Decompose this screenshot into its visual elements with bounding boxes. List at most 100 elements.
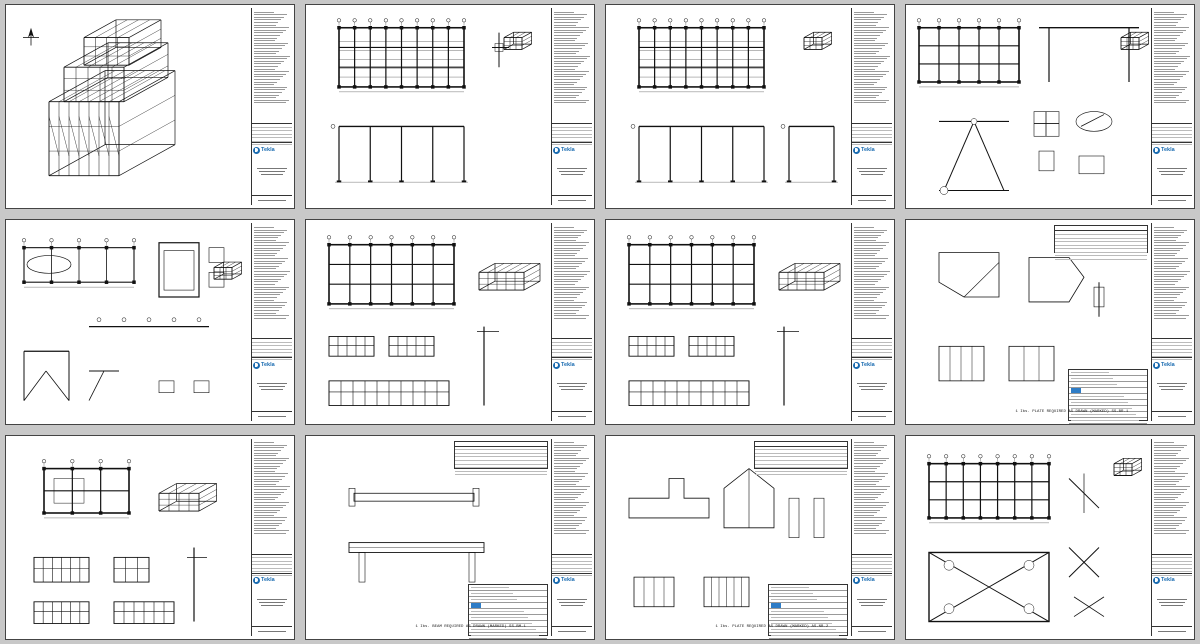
deck-plan-grid bbox=[326, 235, 457, 310]
material-list-table bbox=[1054, 225, 1148, 261]
tekla-logo-icon bbox=[1153, 361, 1160, 369]
tekla-logo: Tekla bbox=[853, 574, 891, 588]
deck-isometric bbox=[158, 482, 217, 512]
drawing-area bbox=[626, 235, 841, 407]
drawing-number-box bbox=[1152, 195, 1192, 205]
plan-frame bbox=[41, 458, 132, 518]
revision-table bbox=[552, 553, 592, 576]
drawing-title-area bbox=[854, 381, 890, 392]
tekla-logo-icon bbox=[853, 361, 860, 369]
drawing-sheet-9[interactable]: Tekla bbox=[5, 434, 295, 640]
revision-table bbox=[552, 123, 592, 145]
drawing-title-area bbox=[254, 381, 290, 392]
tekla-logo: Tekla bbox=[253, 358, 291, 372]
general-notes bbox=[554, 225, 590, 325]
highlight-cell bbox=[471, 602, 482, 608]
logo-text: Tekla bbox=[1161, 577, 1175, 584]
connection-details bbox=[1068, 473, 1105, 617]
drawing-area bbox=[926, 453, 1142, 622]
drawing-sheet-8[interactable]: 1 Ibs. PLATE REQUIRED AS DRAWN (MARKED) … bbox=[905, 219, 1195, 425]
tekla-logo: Tekla bbox=[1153, 358, 1191, 372]
bottom-sections bbox=[23, 317, 210, 402]
drawing-sheet-6[interactable]: Tekla bbox=[305, 219, 595, 425]
general-notes bbox=[1154, 225, 1190, 325]
general-notes bbox=[254, 441, 290, 541]
drawing-number-box bbox=[252, 625, 292, 636]
drawing-area bbox=[330, 18, 532, 183]
north-arrow-icon bbox=[23, 27, 39, 46]
tekla-logo-icon bbox=[253, 577, 260, 585]
tekla-logo: Tekla bbox=[553, 574, 591, 588]
title-block: Tekla bbox=[1151, 8, 1192, 206]
drawing-area bbox=[630, 18, 838, 183]
drawing-area bbox=[33, 458, 217, 624]
drawing-area bbox=[628, 467, 825, 607]
title-block: Tekla bbox=[251, 438, 292, 636]
plan-bracing bbox=[926, 453, 1052, 622]
tekla-logo: Tekla bbox=[553, 143, 591, 157]
drawing-number-box bbox=[552, 410, 592, 421]
highlight-cell bbox=[1071, 387, 1082, 393]
title-block: Tekla bbox=[251, 8, 292, 206]
part-title-block bbox=[1068, 368, 1148, 424]
drawing-sheet-5[interactable]: Tekla bbox=[5, 219, 295, 425]
tekla-logo: Tekla bbox=[853, 358, 891, 372]
drawing-sheet-2[interactable]: Tekla bbox=[305, 4, 595, 210]
logo-text: Tekla bbox=[561, 146, 575, 153]
revision-table bbox=[252, 123, 292, 145]
drawing-number-box bbox=[852, 195, 892, 205]
material-list-table bbox=[754, 440, 848, 476]
section-portal bbox=[330, 124, 468, 183]
plate-detail-views bbox=[938, 252, 1105, 382]
title-block: Tekla bbox=[251, 223, 292, 421]
drawing-number-box bbox=[1152, 410, 1192, 421]
plate-detail-views bbox=[628, 467, 825, 607]
drawing-number-box bbox=[252, 410, 292, 421]
drawing-number-box bbox=[552, 195, 592, 205]
tekla-logo-icon bbox=[253, 361, 260, 369]
revision-table bbox=[1152, 338, 1192, 361]
drawing-area bbox=[938, 252, 1105, 382]
revision-table bbox=[252, 338, 292, 361]
beam-views bbox=[348, 487, 485, 583]
tekla-logo-icon bbox=[853, 577, 860, 585]
drawing-sheet-12[interactable]: Tekla bbox=[905, 434, 1195, 640]
logo-text: Tekla bbox=[261, 577, 275, 584]
drawing-number-box bbox=[252, 195, 292, 205]
drawing-title-area bbox=[1154, 597, 1190, 608]
drawing-title-area bbox=[854, 597, 890, 608]
tekla-logo-icon bbox=[853, 146, 860, 154]
logo-text: Tekla bbox=[561, 361, 575, 368]
connection-details bbox=[1033, 111, 1113, 175]
tekla-logo: Tekla bbox=[553, 358, 591, 372]
tekla-logo: Tekla bbox=[253, 574, 291, 588]
logo-text: Tekla bbox=[861, 361, 875, 368]
general-notes bbox=[1154, 441, 1190, 541]
frame-elevation bbox=[158, 242, 225, 298]
drawing-sheet-11[interactable]: 1 Ibs. PLATE REQUIRED AS DRAWN (MARKED) … bbox=[605, 434, 895, 640]
general-notes bbox=[254, 225, 290, 325]
logo-text: Tekla bbox=[861, 146, 875, 153]
tekla-logo-icon bbox=[553, 577, 560, 585]
drawing-sheet-7[interactable]: Tekla bbox=[605, 219, 895, 425]
deck-plan-grid bbox=[626, 235, 757, 310]
drawing-sheet-3[interactable]: Tekla bbox=[605, 4, 895, 210]
general-notes bbox=[1154, 10, 1190, 110]
title-block: Tekla bbox=[851, 8, 892, 206]
general-notes bbox=[854, 10, 890, 110]
tekla-logo: Tekla bbox=[853, 143, 891, 157]
general-notes bbox=[254, 10, 290, 110]
title-block: Tekla bbox=[1151, 223, 1192, 421]
part-title-block bbox=[468, 583, 548, 639]
logo-text: Tekla bbox=[261, 146, 275, 153]
tekla-logo-icon bbox=[553, 361, 560, 369]
part-quantity-note: 1 Ibs. PLATE REQUIRED AS DRAWN (MARKED) … bbox=[1015, 409, 1129, 414]
portal-frame bbox=[1039, 27, 1139, 82]
drawing-sheet-4[interactable]: Tekla bbox=[905, 4, 1195, 210]
title-block: Tekla bbox=[551, 223, 592, 421]
drawing-sheet-1[interactable]: Tekla bbox=[5, 4, 295, 210]
drawing-sheet-10[interactable]: 1 Ibs. BEAM REQUIRED AS DRAWN (MARKED) S… bbox=[305, 434, 595, 640]
drawing-number-box bbox=[852, 410, 892, 421]
material-list-table bbox=[454, 440, 548, 476]
